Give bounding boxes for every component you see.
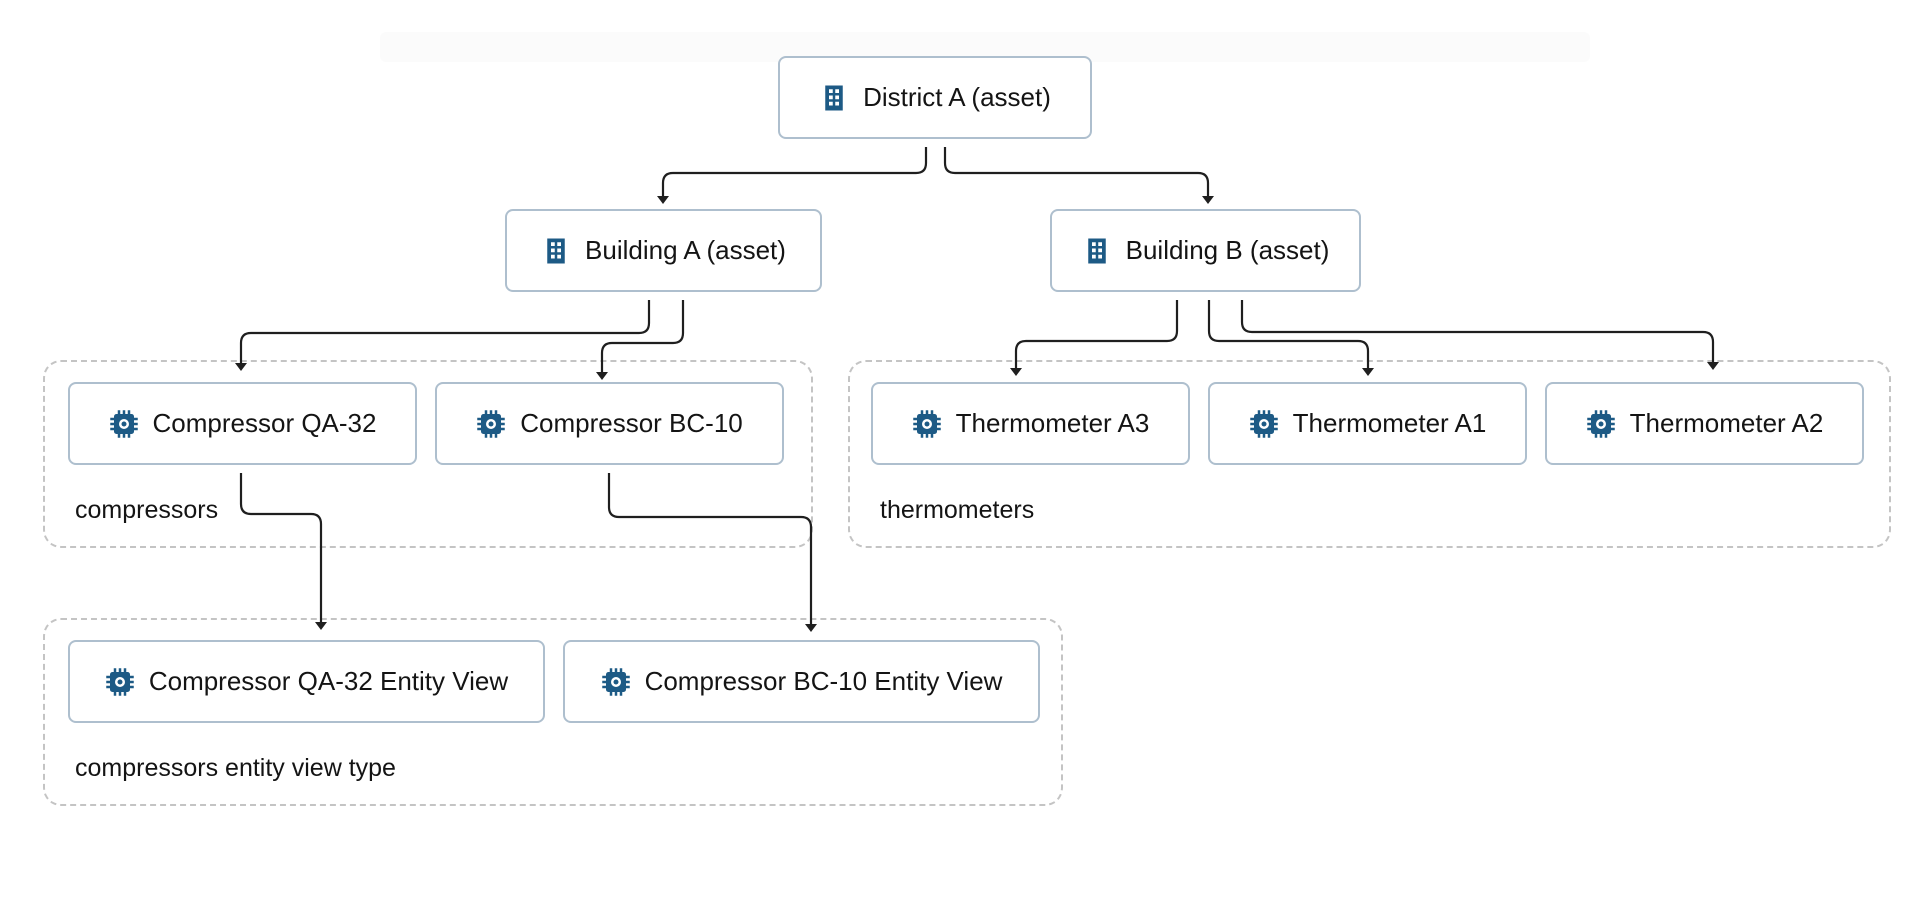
node-label: Compressor QA-32 xyxy=(152,408,377,438)
node-label: Building A (asset) xyxy=(585,235,786,265)
edge-district-a-to-building-b xyxy=(943,147,1210,197)
chip-icon xyxy=(912,409,941,438)
group-label-compressors: compressors xyxy=(75,496,219,524)
building-icon xyxy=(1087,238,1106,263)
edge-district-a-to-building-a xyxy=(661,147,928,197)
node-label: Thermometer A1 xyxy=(1292,408,1487,438)
arrowhead-thermometer-a1 xyxy=(1362,368,1374,376)
node-label: Compressor BC-10 xyxy=(520,408,743,438)
group-thermometers: thermometers xyxy=(848,360,1891,548)
arrowhead-building-b xyxy=(1202,196,1214,204)
arrowhead-compressor-bc10 xyxy=(596,372,608,380)
group-label-compressors-entity-view-type: compressors entity view type xyxy=(75,754,396,782)
arrowhead-compressor-qa32-view xyxy=(315,622,327,630)
edge-building-a-to-compressor-qa32 xyxy=(239,300,651,364)
node-label: Compressor QA-32 Entity View xyxy=(148,666,509,696)
building-icon xyxy=(825,85,843,110)
chip-icon xyxy=(109,409,138,438)
node-district-a[interactable]: District A (asset) xyxy=(778,56,1092,139)
arrowhead-building-a xyxy=(657,196,669,204)
arrowhead-thermometer-a3 xyxy=(1010,368,1022,376)
arrowhead-thermometer-a2 xyxy=(1707,362,1719,370)
node-label: Compressor BC-10 Entity View xyxy=(644,666,1003,696)
node-compressor-qa32[interactable]: Compressor QA-32 xyxy=(68,382,417,465)
arrowhead-compressor-bc10-view xyxy=(805,624,817,632)
group-compressors-entity-view-type: compressors entity view type xyxy=(43,618,1063,806)
group-label-thermometers: thermometers xyxy=(880,496,1035,524)
chip-icon xyxy=(1586,409,1615,438)
edge-compressor-qa32-to-view xyxy=(239,473,323,623)
group-compressors: compressors xyxy=(43,360,813,548)
chip-icon xyxy=(1249,409,1278,438)
node-label: District A (asset) xyxy=(863,82,1051,112)
edge-building-b-to-thermometer-a1 xyxy=(1207,300,1370,369)
node-thermometer-a3[interactable]: Thermometer A3 xyxy=(871,382,1190,465)
chip-icon xyxy=(477,409,505,438)
edge-building-b-to-thermometer-a3 xyxy=(1014,300,1179,369)
chip-icon xyxy=(601,667,630,696)
node-label: Building B (asset) xyxy=(1125,235,1330,265)
node-building-a[interactable]: Building A (asset) xyxy=(505,209,822,292)
edge-compressor-bc10-to-view xyxy=(607,473,813,625)
arrowhead-compressor-qa32 xyxy=(235,363,247,371)
node-label: Thermometer A3 xyxy=(955,408,1150,438)
node-compressor-bc10-entity-view[interactable]: Compressor BC-10 Entity View xyxy=(563,640,1040,723)
building-icon xyxy=(547,238,565,263)
node-label: Thermometer A2 xyxy=(1629,408,1824,438)
edge-building-b-to-thermometer-a2 xyxy=(1240,300,1715,363)
node-compressor-bc10[interactable]: Compressor BC-10 xyxy=(435,382,784,465)
node-thermometer-a1[interactable]: Thermometer A1 xyxy=(1208,382,1527,465)
edge-building-a-to-compressor-bc10 xyxy=(600,300,685,373)
node-thermometer-a2[interactable]: Thermometer A2 xyxy=(1545,382,1864,465)
chip-icon xyxy=(106,667,134,696)
node-building-b[interactable]: Building B (asset) xyxy=(1050,209,1361,292)
node-compressor-qa32-entity-view[interactable]: Compressor QA-32 Entity View xyxy=(68,640,545,723)
